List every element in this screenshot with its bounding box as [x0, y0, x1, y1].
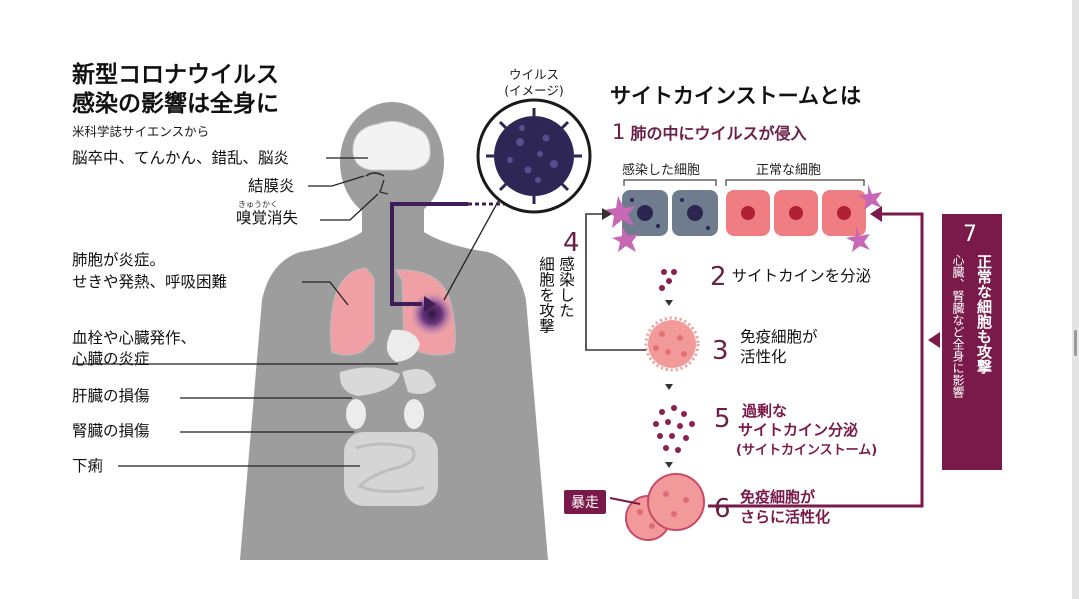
step6-line1: 免疫細胞が	[740, 488, 816, 506]
eye	[365, 172, 385, 177]
step4-col1: 感染した	[557, 256, 575, 318]
right-kidney	[404, 399, 424, 429]
label-liver: 肝臓の損傷	[72, 387, 150, 405]
nose	[379, 179, 389, 195]
step7-col1: 正常な細胞も攻撃	[975, 254, 993, 374]
arrow-3-5	[665, 384, 673, 390]
step3-line2: 活性化	[740, 348, 787, 366]
label-heart-2: 心臓の炎症	[72, 350, 150, 368]
virus-caption-line1: ウイルス	[508, 67, 559, 82]
label-diarrhea: 下痢	[72, 457, 104, 475]
scrollbar[interactable]	[1072, 0, 1079, 599]
arrow-5-6	[665, 462, 673, 468]
label-kidney: 腎臓の損傷	[72, 422, 150, 440]
main-title-line1: 新型コロナウイルス	[72, 62, 279, 88]
infected-cells-label: 感染した細胞	[622, 163, 701, 178]
left-kidney	[346, 399, 366, 429]
leader-lines	[72, 157, 398, 467]
immune-cell-activated	[644, 316, 700, 372]
label-brain: 脳卒中、てんかん、錯乱、脳炎	[72, 149, 290, 167]
normal-cells-label: 正常な細胞	[756, 163, 822, 178]
label-lung-1: 肺胞が炎症。	[72, 251, 166, 269]
label-smell: 嗅覚消失	[236, 209, 299, 227]
step5-line1: 過剰な	[742, 402, 788, 420]
step3-number: 3	[712, 336, 729, 366]
step2: 2 サイトカインを分泌	[710, 262, 871, 292]
left-lung	[329, 267, 375, 356]
step3-line1: 免疫細胞が	[740, 328, 818, 346]
virus-caption-line2: (イメージ)	[504, 83, 564, 98]
spiky-particles	[604, 184, 882, 252]
step1-number: 1	[612, 120, 626, 144]
step7-col2: 心臓、腎臓など全身に影響	[951, 254, 965, 398]
virus-caption: ウイルス (イメージ)	[494, 67, 574, 99]
rampage-badge: 暴走	[564, 490, 606, 514]
step4-loop-arrow	[585, 213, 646, 351]
liver	[339, 367, 400, 396]
step7-loop-arrow	[708, 212, 924, 508]
infection-path-arrow	[390, 202, 468, 306]
step7-box	[942, 214, 1002, 470]
step5-line3: (サイトカインストーム)	[736, 443, 878, 458]
step5-number: 5	[714, 404, 731, 434]
cytokine-dots	[659, 269, 677, 291]
cytokine-storm-dots	[653, 405, 695, 453]
arrow-2-3	[665, 300, 673, 306]
infected-cells	[622, 190, 718, 236]
step2-number: 2	[710, 262, 727, 292]
heart	[386, 329, 420, 362]
step2-text: サイトカインを分泌	[731, 267, 872, 285]
cytokine-title: サイトカインストームとは	[610, 84, 861, 108]
label-heart-1: 血栓や心臓発作、	[72, 329, 197, 347]
normal-cells	[726, 190, 866, 236]
label-smell-ruby: きゅうかく	[238, 200, 278, 209]
step1-text: 肺の中にウイルスが侵入	[630, 124, 807, 143]
immune-cells-hyper	[625, 473, 705, 541]
step4-col2: 細胞を攻撃	[537, 256, 555, 334]
cell-brackets	[623, 179, 865, 186]
step6-line2: さらに活性化	[740, 508, 831, 526]
step7-number: 7	[963, 222, 977, 247]
step5-line2: サイトカイン分泌	[738, 421, 859, 439]
main-title-line2: 感染の影響は全身に	[72, 91, 279, 117]
source-note: 米科学誌サイエンスから	[72, 124, 210, 139]
label-lung-2: せきや発熱、呼吸困難	[72, 273, 228, 291]
stomach	[402, 369, 436, 394]
virus-particle	[486, 108, 582, 204]
scrollbar-thumb[interactable]	[1074, 330, 1077, 356]
step4-number: 4	[563, 228, 580, 258]
brain	[352, 120, 431, 171]
step6-number: 6	[714, 494, 731, 524]
step1: 1 肺の中にウイルスが侵入	[612, 120, 806, 144]
label-conjunctivitis: 結膜炎	[248, 177, 295, 195]
